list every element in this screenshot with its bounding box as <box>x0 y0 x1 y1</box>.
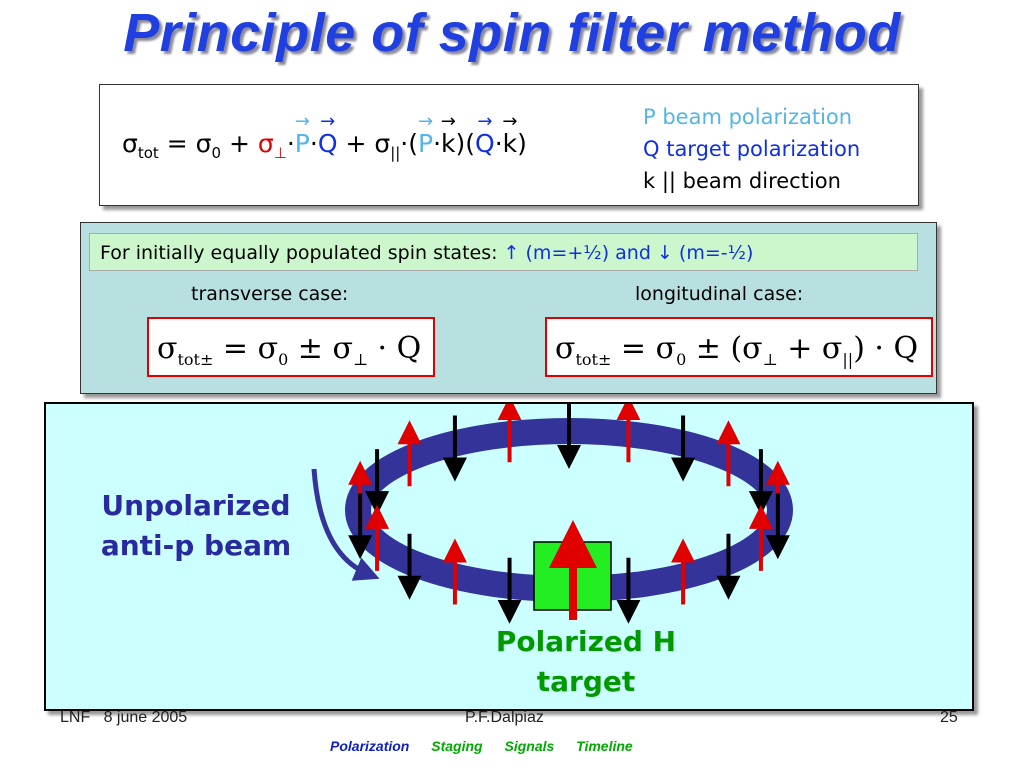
formula-box: σtot = σ0 + σ⊥·P·Q + σ||·(P·k)(Q·k) P be… <box>99 84 919 206</box>
polarized-target-label: Polarized H target <box>495 625 677 698</box>
transverse-label: transverse case: <box>191 283 349 305</box>
nav-link-signals[interactable]: Signals <box>504 738 555 754</box>
nav-link-staging[interactable]: Staging <box>431 738 483 754</box>
spin-filter-diagram: Unpolarized anti-p beam Polarized H targ… <box>44 402 974 711</box>
storage-ring-svg <box>311 404 793 624</box>
nav-link-polarization[interactable]: Polarization <box>330 738 410 754</box>
legend-k: k || beam direction <box>643 169 841 193</box>
spin-arrows <box>348 404 790 624</box>
slide-navigation: Polarization Staging Signals Timeline <box>330 738 651 754</box>
footer-date: LNF 8 june 2005 <box>60 709 188 726</box>
legend-q: Q target polarization <box>643 137 861 161</box>
beam-inlet-arrow <box>311 468 380 581</box>
total-cross-section-formula: σtot = σ0 + σ⊥·P·Q + σ||·(P·k)(Q·k) <box>122 129 527 162</box>
down-arrow-icon: ↓ <box>656 242 673 264</box>
spin-state-condition: For initially equally populated spin sta… <box>89 233 918 271</box>
transverse-equation: σtot± = σ0 ± σ⊥ · Q <box>147 317 435 377</box>
longitudinal-equation: σtot± = σ0 ± (σ⊥ + σ||) · Q <box>545 317 933 377</box>
formula-legend: P beam polarization Q target polarizatio… <box>643 101 860 197</box>
page-number: 25 <box>940 709 958 726</box>
nav-link-timeline[interactable]: Timeline <box>576 738 633 754</box>
slide-title: Principle of spin filter method <box>123 3 901 63</box>
footer-author: P.F.Dalpiaz <box>465 709 544 726</box>
longitudinal-label: longitudinal case: <box>635 283 804 305</box>
cases-box: For initially equally populated spin sta… <box>80 222 937 394</box>
up-arrow-icon: ↑ <box>503 242 520 264</box>
unpolarized-beam-label: Unpolarized anti-p beam <box>100 489 292 562</box>
legend-p: P beam polarization <box>643 105 853 129</box>
